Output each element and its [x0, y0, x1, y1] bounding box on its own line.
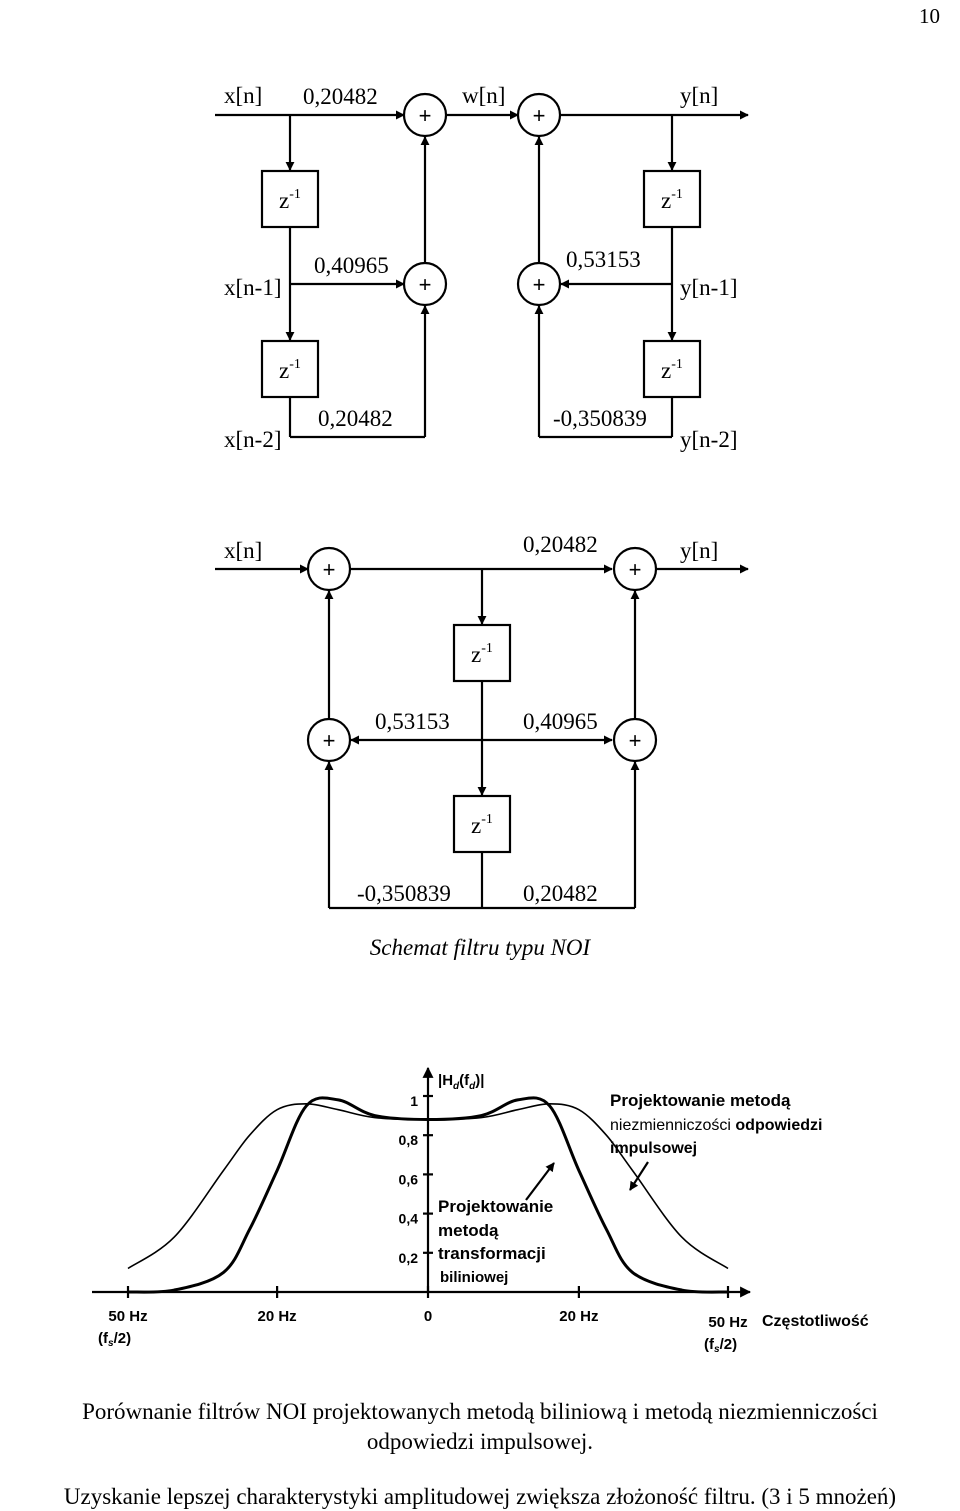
x-tick-label: 20 Hz: [559, 1308, 598, 1325]
adder-circle: [516, 92, 562, 138]
schematic-caption: Schemat filtru typu NOI: [369, 935, 591, 960]
adder-circle: [516, 261, 562, 307]
annotation-bilinear-line2: metodą: [438, 1221, 499, 1240]
y-tick-label: 0,2: [399, 1250, 419, 1266]
annotation-impulse-arrow: [629, 1161, 649, 1191]
x-tick-note-left: (fs/2): [98, 1330, 131, 1349]
x-tick-label: 20 Hz: [258, 1308, 297, 1325]
adder-sign: +: [533, 103, 546, 128]
adder-sign: +: [533, 272, 546, 297]
annotation-bilinear-line1: Projektowanie: [438, 1197, 553, 1216]
annotation-bilinear-arrow: [525, 1162, 555, 1201]
delay-label: z-1: [661, 187, 683, 213]
adder-circle: [402, 92, 448, 138]
delay-box-w1: [452, 623, 512, 683]
y-tick-label: 1: [410, 1093, 418, 1109]
delay-label: z-1: [279, 187, 301, 213]
y-axis-label: |Hd(fd)|: [438, 1072, 484, 1092]
coef-b2: 0,20482: [523, 881, 598, 906]
adder-circle: [306, 546, 352, 592]
signal-label-y-n1: y[n-1]: [680, 275, 737, 300]
diagram-direct-form-2: + + + + z-1 z-1 x[n] y[n] 0,20482 0,5315…: [215, 532, 749, 910]
coef-b0: 0,20482: [303, 84, 378, 109]
annotation-impulse-line2: niezmienniczości odpowiedzi: [610, 1117, 823, 1134]
x-tick-label: 0: [424, 1308, 432, 1325]
adder-sign: +: [419, 272, 432, 297]
adder-circle: [612, 546, 658, 592]
signal-label-y-n: y[n]: [680, 83, 718, 108]
x-axis-label: Częstotliwość: [762, 1313, 869, 1330]
adder-circle: [402, 261, 448, 307]
signal-label-w-n: w[n]: [462, 83, 505, 108]
delay-label: z-1: [471, 812, 493, 838]
adder-sign: +: [629, 557, 642, 582]
delay-label: z-1: [279, 357, 301, 383]
footer-note: Uzyskanie lepszej charakterystyki amplit…: [63, 1484, 897, 1509]
adder-sign: +: [323, 557, 336, 582]
coef-a1: 0,53153: [566, 247, 641, 272]
x-tick-label: 50 Hz: [108, 1308, 147, 1325]
delay-box-y1: [642, 169, 702, 229]
signal-label-x-n: x[n]: [224, 538, 262, 563]
annotation-bilinear-line4: biliniowej: [440, 1269, 508, 1286]
delay-label: z-1: [661, 357, 683, 383]
series-bilinear-curve: [127, 1096, 729, 1294]
y-tick-label: 0,8: [399, 1132, 419, 1148]
delay-box-x2: [260, 339, 320, 399]
adder-sign: +: [419, 103, 432, 128]
signal-label-x-n2: x[n-2]: [224, 427, 281, 452]
coef-a1: 0,53153: [375, 709, 450, 734]
chart-caption-line-2: odpowiedzi impulsowej.: [366, 1429, 594, 1454]
annotation-impulse-line1: Projektowanie metodą: [610, 1091, 791, 1110]
coef-b1: 0,40965: [523, 709, 598, 734]
coef-b0: 0,20482: [523, 532, 598, 557]
delay-box-y2: [642, 339, 702, 399]
annotation-bilinear-line3: transformacji: [438, 1244, 546, 1263]
x-tick-note-right: (fs/2): [704, 1336, 737, 1355]
y-tick-label: 0,4: [399, 1211, 419, 1227]
diagram-direct-form-1: + + + + z-1 z-1 z-1 z-1 x[n] x[n-1] x[n-…: [215, 83, 749, 452]
adder-circle: [612, 717, 658, 763]
coef-a2: -0,350839: [357, 881, 451, 906]
adder-circle: [306, 717, 352, 763]
adder-sign: +: [629, 728, 642, 753]
delay-label: z-1: [471, 641, 493, 667]
signal-label-y-n: y[n]: [680, 538, 718, 563]
chart-caption: Porównanie filtrów NOI projektowanych me…: [0, 1397, 960, 1457]
page-number: 10: [919, 4, 940, 28]
signal-label-x-n1: x[n-1]: [224, 275, 281, 300]
coef-b2: 0,20482: [318, 406, 393, 431]
x-tick-label: 50 Hz: [708, 1314, 747, 1331]
signal-label-x-n: x[n]: [224, 83, 262, 108]
annotation-impulse-line3: impulsowej: [610, 1140, 697, 1157]
adder-sign: +: [323, 728, 336, 753]
frequency-response-chart: 1 0,8 0,6 0,4 0,2 50 Hz 20 Hz 0 20 Hz 50 Hz |Hd(f…: [92, 1066, 869, 1355]
coef-b1: 0,40965: [314, 253, 389, 278]
y-tick-label: 0,6: [399, 1171, 419, 1187]
coef-a2: -0,350839: [553, 406, 647, 431]
chart-caption-line-1: Porównanie filtrów NOI projektowanych me…: [82, 1399, 878, 1424]
signal-label-y-n2: y[n-2]: [680, 427, 737, 452]
